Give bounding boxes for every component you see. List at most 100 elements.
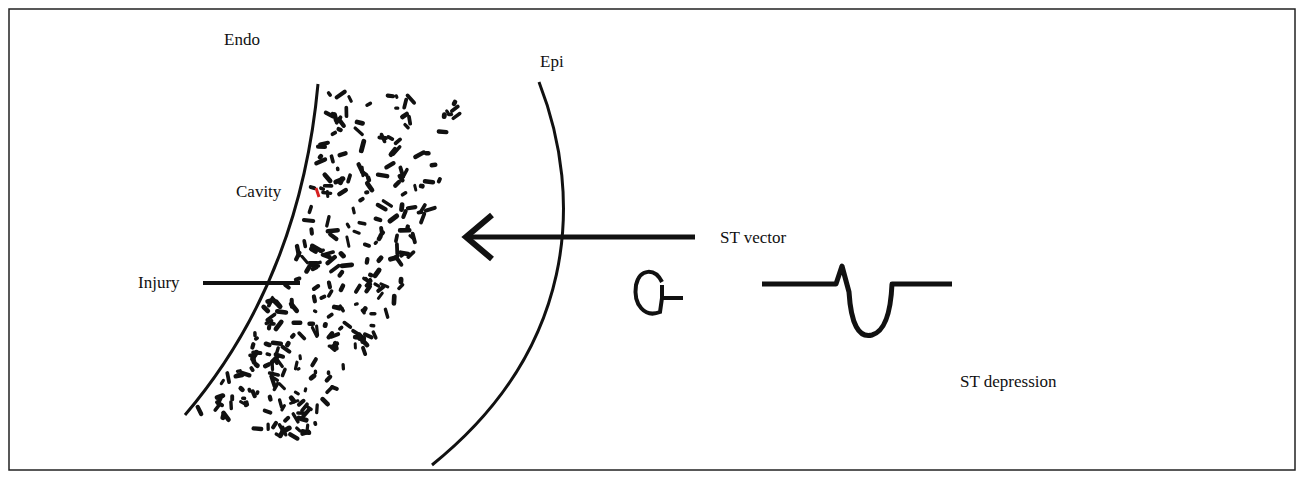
arrow-head — [466, 215, 492, 259]
injury-dot — [274, 384, 277, 390]
injury-dot — [365, 244, 369, 246]
injury-dot — [333, 133, 336, 135]
injury-dot — [325, 184, 332, 188]
injury-dot — [393, 147, 399, 154]
injury-dot — [296, 362, 298, 369]
injury-dot — [229, 402, 233, 409]
injury-dot — [316, 262, 320, 263]
injury-dot — [395, 96, 399, 98]
injury-dot — [238, 369, 241, 373]
injury-dot — [359, 223, 364, 224]
injury-dot — [325, 175, 330, 181]
injury-dot — [309, 229, 314, 233]
injury-dot — [314, 297, 315, 302]
injury-dot — [348, 175, 350, 181]
injury-dot — [363, 348, 365, 354]
injury-dot — [315, 405, 319, 413]
injury-dot — [426, 151, 429, 156]
injury-dot — [410, 236, 414, 240]
injury-dot — [291, 401, 298, 404]
injury-dot — [344, 108, 348, 117]
frame — [9, 9, 1295, 470]
injury-dot — [403, 211, 405, 217]
injury-dot — [329, 93, 331, 95]
injury-dot — [357, 122, 362, 123]
injury-dot — [366, 178, 371, 181]
injury-dot — [327, 217, 329, 226]
injury-dot — [408, 207, 416, 208]
injury-dot — [398, 279, 403, 282]
injury-dot — [385, 309, 387, 317]
injury-dot — [313, 423, 317, 424]
injury-dot — [447, 111, 448, 112]
injury-dot — [315, 309, 316, 313]
injury-dot — [279, 384, 284, 389]
injury-dot — [344, 323, 350, 328]
injury-dot — [379, 237, 380, 239]
injury-dot — [323, 324, 328, 325]
red-tick — [316, 188, 319, 197]
injury-dot — [400, 228, 409, 233]
injury-dot — [314, 371, 318, 373]
injury-dot — [380, 135, 386, 140]
injury-dot — [329, 315, 332, 317]
injury-dot — [268, 397, 273, 400]
injury-dot — [245, 400, 247, 404]
injury-dot — [362, 172, 366, 175]
injury-dot — [280, 425, 284, 431]
injury-dot — [375, 242, 376, 243]
small-symbol — [636, 272, 683, 314]
injury-dot — [253, 391, 255, 396]
injury-dot — [291, 398, 294, 401]
epi-label: Epi — [540, 52, 564, 72]
injury-dot — [198, 407, 202, 414]
injury-dot — [321, 186, 323, 191]
injury-dot — [421, 205, 425, 212]
injury-dot — [283, 369, 286, 375]
injury-dot — [336, 168, 340, 169]
injury-dot — [316, 160, 325, 164]
injury-dot — [340, 153, 346, 155]
injury-dot — [362, 310, 364, 313]
injury-dot — [439, 129, 447, 134]
injury-dot — [321, 297, 324, 299]
injury-dot — [364, 278, 369, 281]
injury-dot — [267, 352, 269, 356]
injury-dot — [341, 179, 343, 183]
injury-dot — [241, 388, 243, 389]
injury-dot — [366, 190, 367, 194]
injury-dot — [328, 230, 338, 231]
endo-label: Endo — [224, 30, 260, 50]
injury-dot — [298, 356, 301, 359]
injury-dot — [217, 402, 222, 405]
injury-dot — [299, 418, 306, 420]
injury-dot — [314, 286, 318, 289]
injury-dot — [379, 258, 381, 261]
injury-dot — [401, 253, 409, 254]
injury-dot — [439, 179, 440, 182]
injury-dot — [396, 139, 401, 143]
injury-dot — [388, 94, 393, 99]
injury-dot — [337, 92, 345, 98]
injury-dot — [399, 285, 403, 289]
injury-dot — [390, 216, 397, 221]
injury-dot — [246, 402, 247, 407]
injury-dot — [265, 365, 269, 367]
injury-dot — [402, 114, 406, 117]
injury-dot — [330, 234, 336, 239]
injury-dot — [217, 396, 223, 398]
injury-dot — [426, 208, 435, 211]
injury-dot — [375, 270, 379, 276]
cavity-label: Cavity — [236, 182, 281, 202]
injury-dot — [454, 102, 455, 104]
injury-dot — [271, 364, 275, 369]
injury-dot — [449, 112, 451, 116]
injury-dot — [361, 338, 367, 345]
injury-dot — [295, 392, 298, 394]
injury-dot — [349, 97, 351, 102]
injury-dot — [415, 185, 416, 190]
injury-dot — [354, 231, 359, 233]
injury-dot — [347, 224, 349, 227]
injury-dot — [328, 257, 335, 263]
injury-dot — [388, 137, 392, 139]
